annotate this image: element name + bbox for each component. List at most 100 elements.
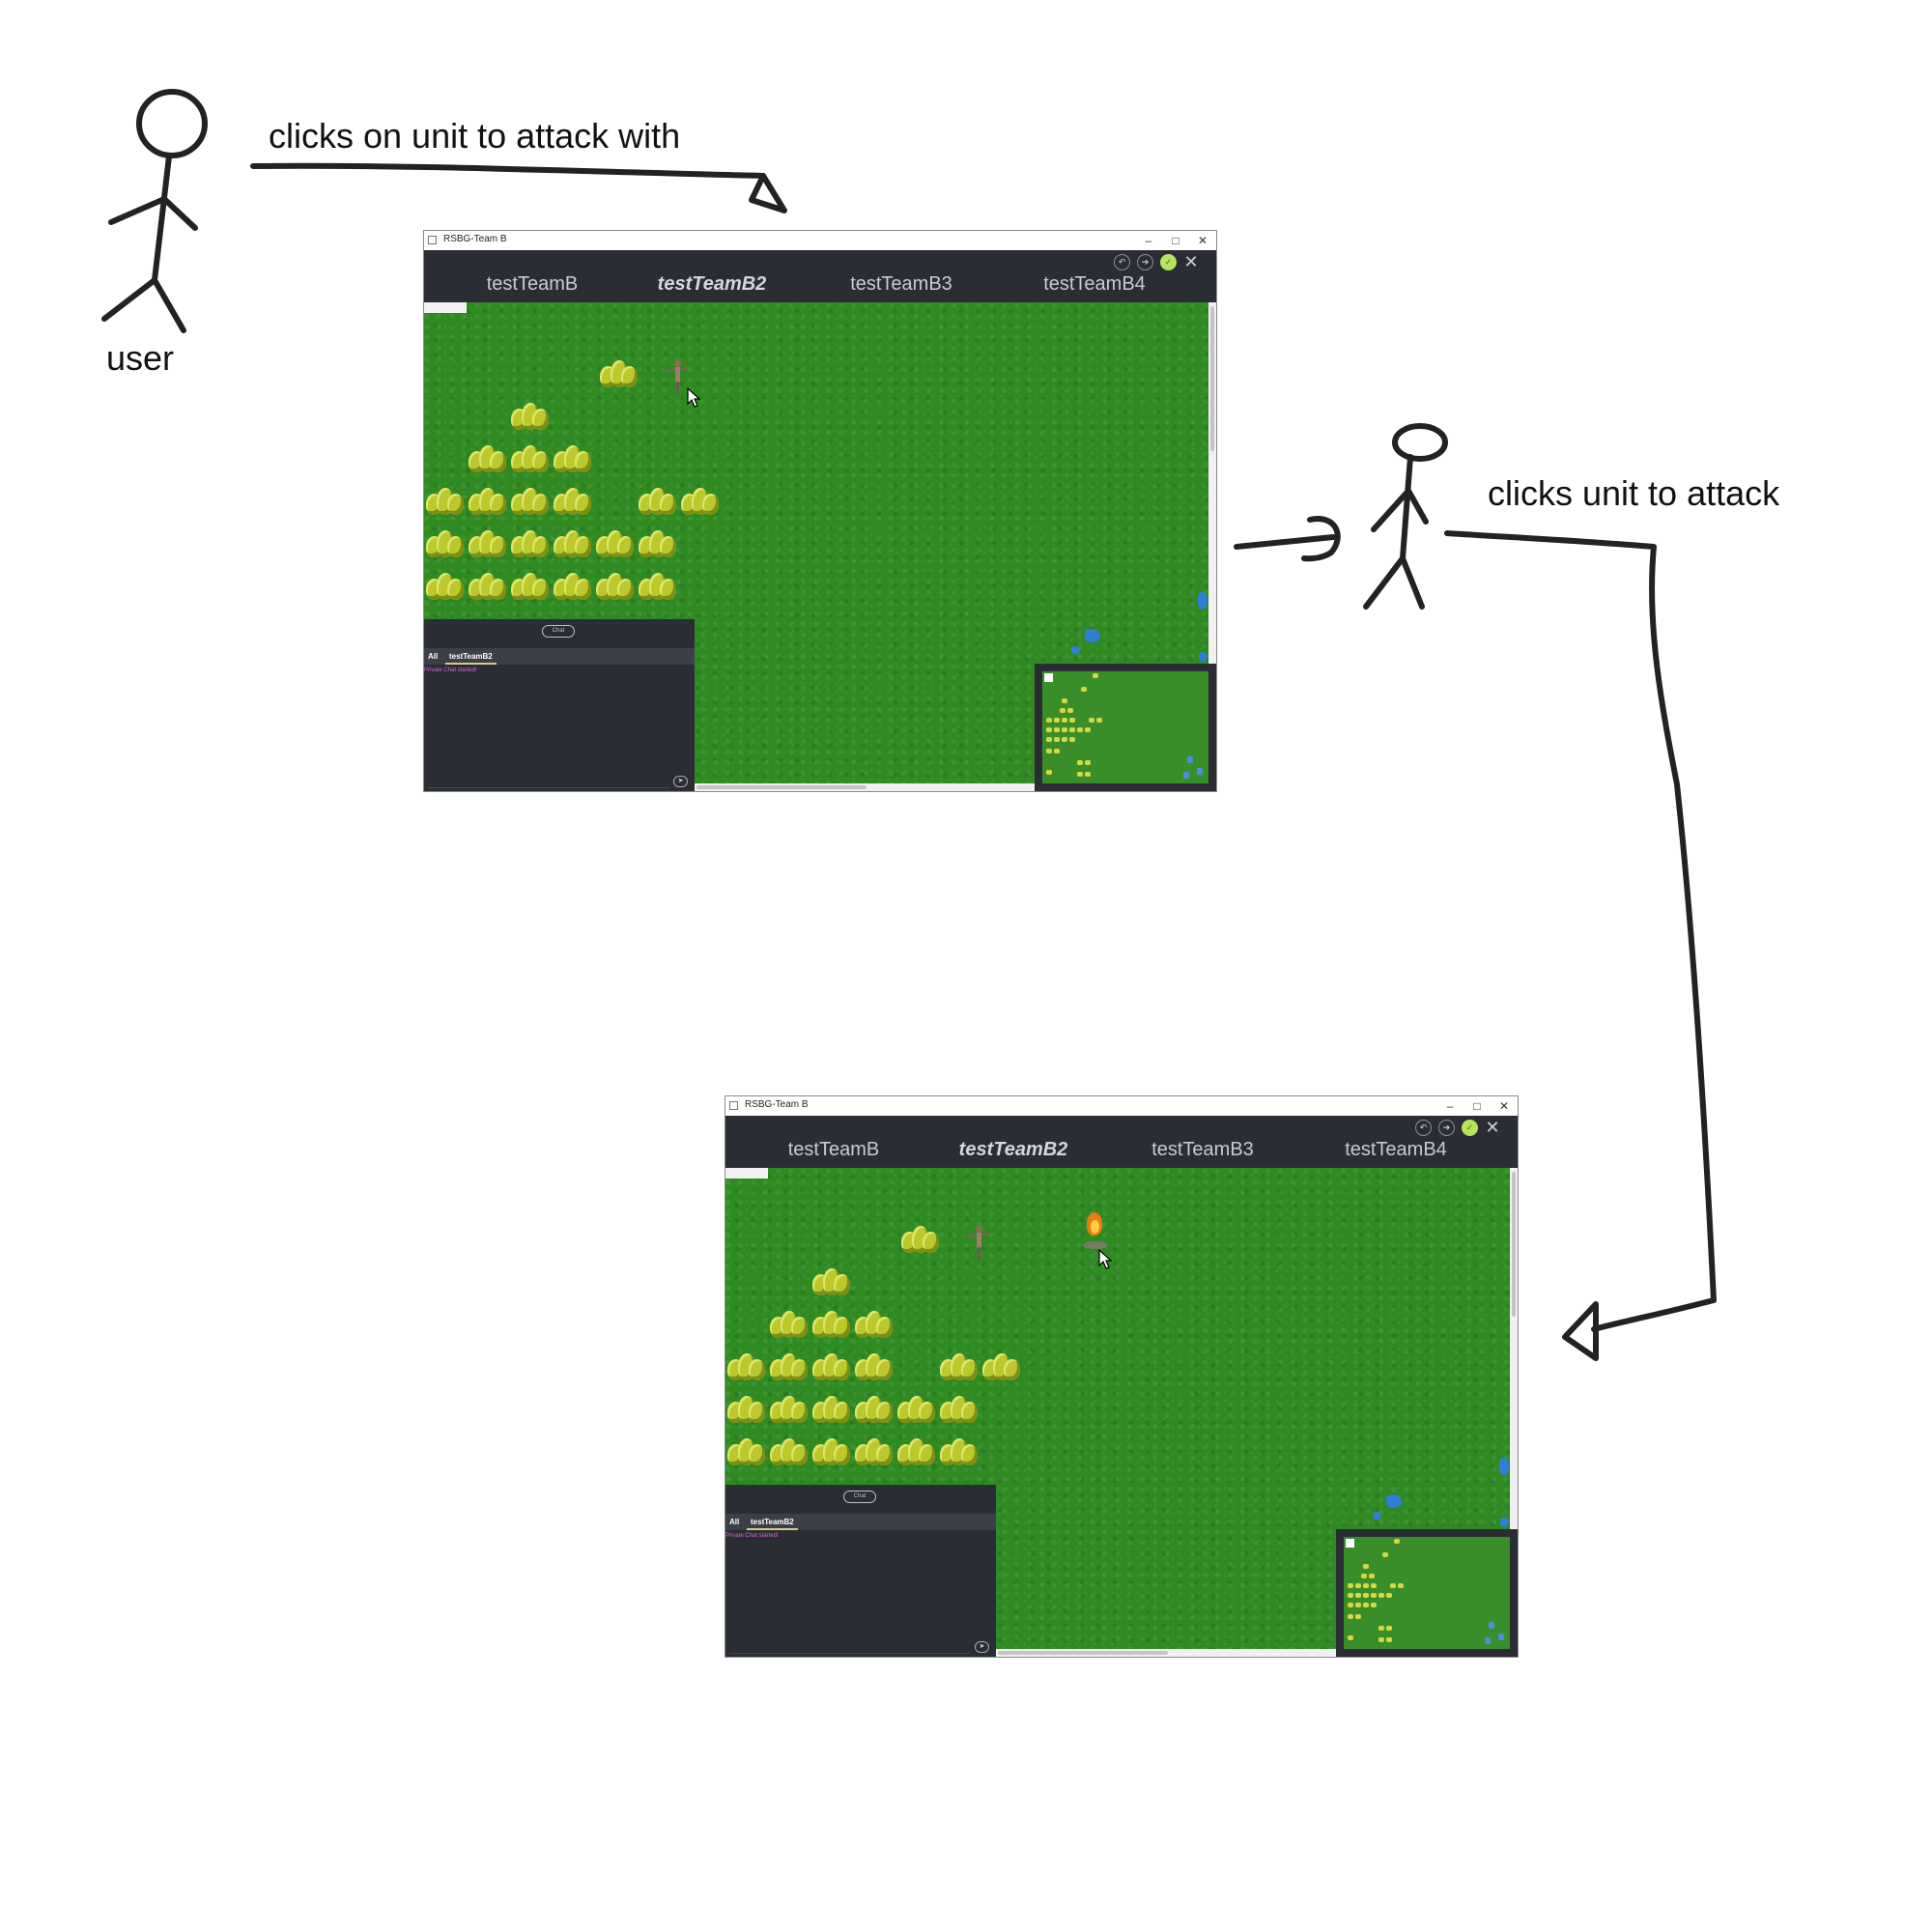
minimize-icon[interactable]: –: [1145, 234, 1152, 247]
tree: [897, 1436, 936, 1467]
chat-tab-all[interactable]: All: [428, 652, 439, 661]
chat-tab-all[interactable]: All: [729, 1518, 740, 1526]
tree: [511, 443, 550, 474]
window-close-icon[interactable]: ✕: [1498, 1099, 1510, 1113]
tree: [812, 1394, 851, 1425]
tree: [426, 571, 465, 602]
tree: [940, 1394, 979, 1425]
game-window-before: RSBG-Team B – □ ✕ ↶ ➔ ✓ ✕ testTeamB test…: [423, 230, 1217, 792]
tree: [469, 571, 507, 602]
minimap[interactable]: [1336, 1529, 1518, 1657]
app-icon: [428, 236, 437, 244]
long-arrow-to-second-screen: [1444, 530, 1717, 1361]
tree: [554, 528, 592, 559]
tree: [770, 1351, 809, 1382]
horizontal-scrollbar[interactable]: [996, 1649, 1336, 1657]
window-title: RSBG-Team B: [745, 1099, 809, 1110]
water: [1071, 646, 1080, 654]
chat-input[interactable]: [428, 787, 669, 788]
game-window-after: RSBG-Team B – □ ✕ ↶ ➔ ✓ ✕ testTeamB test…: [724, 1095, 1519, 1658]
tree: [770, 1394, 809, 1425]
maximize-icon[interactable]: □: [1172, 234, 1179, 247]
back-icon[interactable]: ↶: [1114, 254, 1130, 270]
tab-testteamb4[interactable]: testTeamB4: [1043, 273, 1146, 295]
tree: [812, 1351, 851, 1382]
mouse-cursor-icon: [1098, 1249, 1112, 1269]
chat-message: Private Chat started!: [725, 1533, 779, 1539]
forward-icon[interactable]: ➔: [1137, 254, 1153, 270]
tree: [554, 486, 592, 517]
chat-tab-bar: All testTeamB2: [424, 648, 695, 665]
water: [1386, 1494, 1402, 1508]
window-titlebar: RSBG-Team B – □ ✕: [725, 1096, 1518, 1117]
maximize-icon[interactable]: □: [1473, 1099, 1481, 1113]
minimap[interactable]: [1035, 664, 1216, 791]
tree: [596, 571, 635, 602]
minimize-icon[interactable]: –: [1446, 1099, 1454, 1113]
player-unit[interactable]: [967, 1226, 990, 1261]
tree: [511, 528, 550, 559]
tree: [639, 486, 677, 517]
chat-panel: Chat All testTeamB2 Private Chat started…: [725, 1485, 996, 1657]
step2-label: clicks unit to attack: [1488, 473, 1780, 513]
tab-testteamb[interactable]: testTeamB: [486, 273, 579, 295]
tree: [469, 443, 507, 474]
tree: [469, 486, 507, 517]
window-title: RSBG-Team B: [443, 234, 507, 244]
minimap-marker: [1044, 673, 1053, 682]
tree: [855, 1351, 894, 1382]
confirm-icon[interactable]: ✓: [1160, 254, 1177, 270]
send-icon[interactable]: ➤: [975, 1641, 989, 1653]
confirm-icon[interactable]: ✓: [1462, 1120, 1478, 1136]
chat-tab-testteamb2[interactable]: testTeamB2: [445, 650, 497, 665]
chat-panel: Chat All testTeamB2 Private Chat started…: [424, 619, 695, 791]
tree: [812, 1266, 851, 1297]
connector-arrow-to-figure: [1234, 516, 1341, 562]
tree: [426, 486, 465, 517]
tab-testteamb3[interactable]: testTeamB3: [1151, 1139, 1254, 1160]
tree: [812, 1436, 851, 1467]
horizontal-scrollbar[interactable]: [695, 783, 1035, 791]
player-unit[interactable]: [666, 360, 689, 395]
tree: [681, 486, 720, 517]
water: [1373, 1512, 1381, 1520]
water: [1085, 629, 1100, 642]
enemy-unit[interactable]: [1081, 1210, 1110, 1255]
close-icon[interactable]: ✕: [1183, 252, 1199, 271]
tab-testteamb[interactable]: testTeamB: [787, 1139, 880, 1160]
tree: [511, 401, 550, 432]
tree: [982, 1351, 1021, 1382]
tree: [855, 1394, 894, 1425]
second-stick-figure-icon: [1363, 423, 1448, 610]
tab-testteamb2[interactable]: testTeamB2: [958, 1139, 1068, 1160]
water: [1500, 1518, 1509, 1527]
tab-testteamb2[interactable]: testTeamB2: [657, 273, 767, 295]
tree: [469, 528, 507, 559]
chat-toggle-button[interactable]: Chat: [542, 625, 575, 638]
tree: [770, 1309, 809, 1340]
tree: [596, 528, 635, 559]
map-label-bar: [424, 302, 467, 313]
tree: [426, 528, 465, 559]
chat-input[interactable]: [729, 1653, 971, 1654]
send-icon[interactable]: ➤: [673, 776, 688, 787]
vertical-scrollbar[interactable]: [1208, 302, 1216, 791]
tree: [812, 1309, 851, 1340]
water: [1199, 652, 1208, 662]
forward-icon[interactable]: ➔: [1438, 1120, 1455, 1136]
window-titlebar: RSBG-Team B – □ ✕: [424, 231, 1216, 251]
close-icon[interactable]: ✕: [1485, 1118, 1500, 1137]
tree: [770, 1436, 809, 1467]
tree: [727, 1436, 766, 1467]
arrow-to-first-screen: [250, 162, 787, 213]
tab-testteamb4[interactable]: testTeamB4: [1345, 1139, 1447, 1160]
chat-toggle-button[interactable]: Chat: [843, 1491, 876, 1503]
app-icon: [729, 1101, 738, 1110]
vertical-scrollbar[interactable]: [1510, 1168, 1518, 1657]
chat-tab-testteamb2[interactable]: testTeamB2: [747, 1516, 798, 1530]
tab-testteamb3[interactable]: testTeamB3: [850, 273, 952, 295]
tree: [727, 1394, 766, 1425]
window-close-icon[interactable]: ✕: [1197, 234, 1208, 247]
back-icon[interactable]: ↶: [1415, 1120, 1432, 1136]
